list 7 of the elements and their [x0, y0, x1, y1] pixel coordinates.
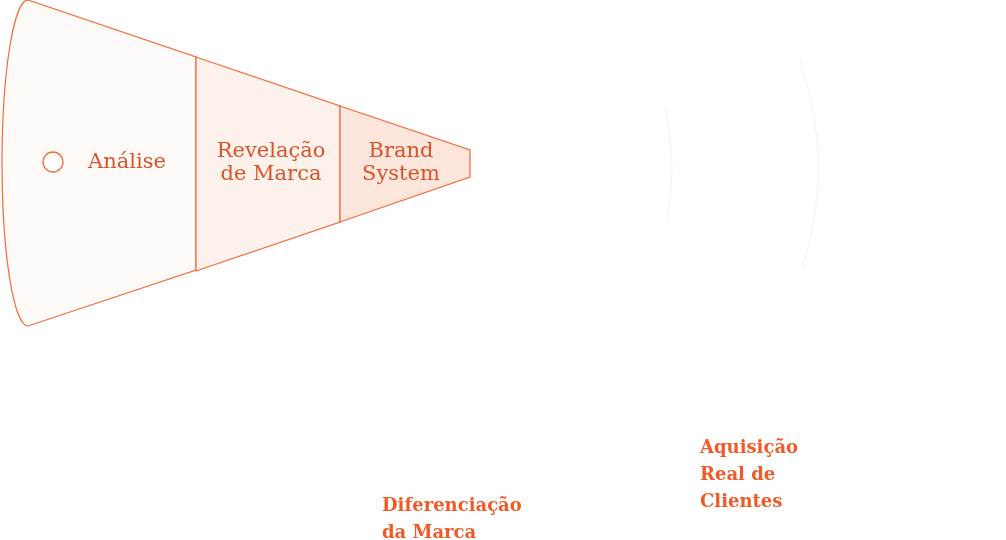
stage-label: Diferenciação da Marca	[382, 493, 523, 540]
cone-section	[0, 0, 196, 327]
stage-label: Aquisição Real de Clientes	[700, 435, 800, 513]
section-label: Análise	[87, 150, 167, 173]
section-label: Brand System	[361, 139, 441, 185]
section-label: Revelação de Marca	[215, 139, 327, 185]
cone-section	[340, 105, 473, 223]
